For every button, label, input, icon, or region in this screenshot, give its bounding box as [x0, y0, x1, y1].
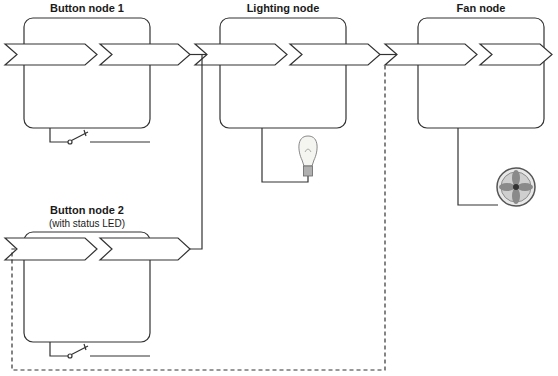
- bus-wire: [190, 55, 207, 250]
- module-body: [24, 18, 150, 128]
- wire-path: [190, 55, 207, 250]
- dashed-bus-wire: [12, 66, 385, 371]
- node-title: Button node 1: [24, 2, 150, 15]
- module-body: [418, 18, 544, 128]
- node-title: Button node 2: [24, 204, 150, 217]
- bus-wire: [380, 54, 397, 55]
- module-body: [220, 18, 346, 128]
- switch-symbol: [50, 342, 150, 358]
- lamp-symbol: [262, 128, 317, 182]
- chevron: [100, 44, 190, 65]
- chevron: [195, 44, 287, 65]
- bus-node: Button node 2(with status LED): [5, 200, 190, 345]
- fan-symbol: [458, 128, 535, 206]
- chevron: [5, 238, 97, 260]
- bus-node: Lighting node: [195, 0, 380, 130]
- bus-node: Button node 1: [5, 0, 190, 130]
- node-title: Lighting node: [220, 2, 346, 15]
- wire-path: [380, 54, 397, 55]
- chevron: [385, 44, 477, 65]
- wire-path: [12, 66, 385, 371]
- switch-symbol: [50, 128, 150, 144]
- chevron: [100, 238, 190, 260]
- chevron: [290, 44, 380, 65]
- node-title: Fan node: [418, 2, 544, 15]
- node-bodies: [24, 18, 544, 342]
- chevron: [5, 44, 97, 65]
- node-subtitle: (with status LED): [24, 218, 150, 230]
- bus-chevrons: [5, 44, 552, 260]
- chevron: [480, 44, 552, 65]
- bus-node: Fan node: [385, 0, 552, 130]
